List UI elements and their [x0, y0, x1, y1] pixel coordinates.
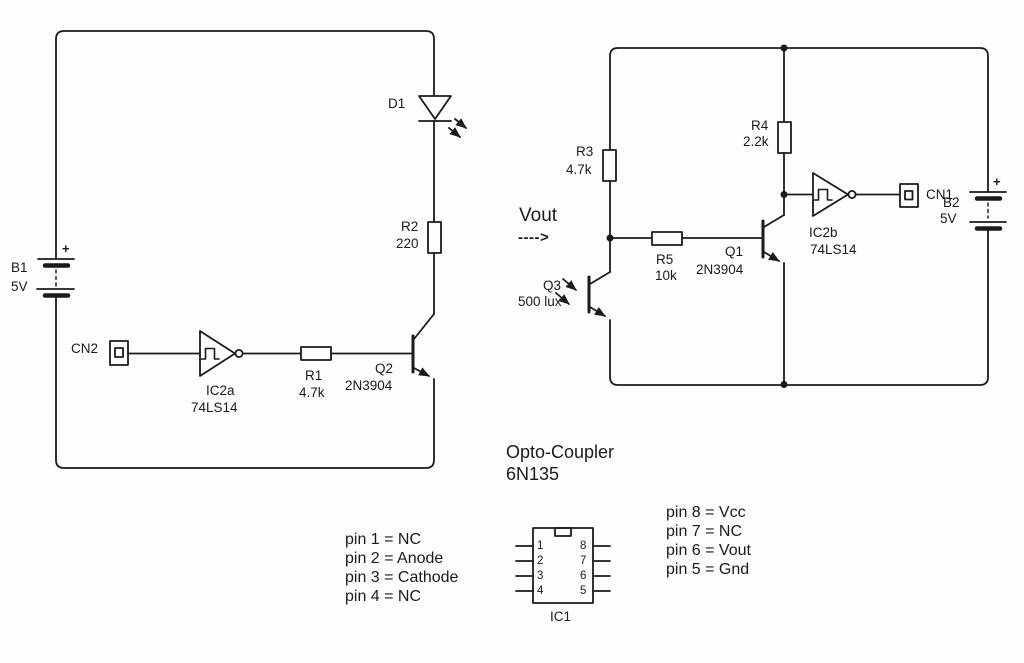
optocoupler-part: 6N135 — [506, 464, 560, 484]
q1-label: Q1 — [725, 244, 744, 259]
pin-definition: pin 7 = NC — [666, 523, 743, 540]
r4-value: 2.2k — [743, 134, 769, 149]
light-input-arrows — [555, 278, 577, 305]
resistor-r2-symbol — [427, 221, 442, 254]
junction-dot — [780, 381, 788, 388]
pin-definition: pin 5 = Gnd — [666, 561, 750, 578]
vout-arrow: ----> — [518, 229, 550, 246]
b2-voltage: 5V — [940, 211, 957, 226]
resistor-r1-symbol — [300, 346, 332, 361]
r1-label: R1 — [305, 368, 323, 383]
b1-label: B1 — [11, 260, 28, 275]
wire — [55, 30, 435, 260]
ic-pin-number: 3 — [537, 570, 544, 582]
ic-pin-number: 1 — [537, 540, 544, 552]
r2-value: 220 — [396, 236, 419, 251]
ic2b-part: 74LS14 — [810, 242, 857, 257]
wire — [609, 228, 989, 386]
ic-body — [532, 527, 594, 604]
left-circuit — [36, 30, 467, 469]
ic1-label: IC1 — [550, 609, 572, 624]
q1-part: 2N3904 — [696, 262, 744, 277]
light-emission-arrows — [448, 118, 467, 138]
r5-value: 10k — [655, 268, 677, 283]
ic-notch — [554, 527, 572, 537]
r1-value: 4.7k — [299, 385, 325, 400]
ic-pin-number: 4 — [537, 585, 544, 597]
ic2b-label: IC2b — [809, 225, 838, 240]
cn2-label: CN2 — [71, 341, 99, 356]
pin-definition: pin 1 = NC — [345, 531, 422, 548]
pin-definition: pin 4 = NC — [345, 588, 422, 605]
battery-b1-symbol — [36, 258, 75, 298]
inverter-ic2a-symbol — [199, 330, 244, 377]
q3-value: 500 lux — [518, 294, 562, 309]
r2-label: R2 — [401, 219, 419, 234]
r5-label: R5 — [656, 252, 674, 267]
led-d1-symbol — [418, 95, 467, 138]
connector-cn1-symbol — [899, 183, 919, 208]
r3-label: R3 — [576, 144, 594, 159]
wire — [609, 47, 989, 193]
connector-cn2-symbol — [109, 340, 129, 366]
q2-part: 2N3904 — [345, 378, 393, 393]
ic-pin-number: 6 — [580, 570, 587, 582]
pin-definition: pin 3 = Cathode — [345, 569, 459, 586]
pin-definition: pin 8 = Vcc — [666, 504, 746, 521]
optocoupler-title: Opto-Coupler — [506, 442, 615, 462]
ic-pin-stubs-left — [515, 545, 534, 592]
ic-pin-stubs-right — [592, 545, 611, 592]
b2-label: B2 — [943, 195, 960, 210]
pin-definition: pin 2 = Anode — [345, 550, 444, 567]
cn1-label: CN1 — [926, 187, 954, 202]
right-circuit — [555, 44, 1007, 388]
transistor-q1-symbol — [761, 196, 785, 262]
phototransistor-q3-symbol — [555, 271, 611, 317]
ic-pin-number: 5 — [580, 585, 587, 597]
vout-label: Vout — [519, 205, 558, 226]
ic-pin-number: 2 — [537, 555, 544, 567]
ic2a-part: 74LS14 — [191, 400, 238, 415]
transistor-q2-symbol — [411, 313, 435, 377]
ic-pin-number: 7 — [580, 555, 587, 567]
b1-voltage: 5V — [11, 279, 28, 294]
battery-b2-symbol — [969, 191, 1007, 231]
schmitt-trigger-icon — [813, 188, 833, 201]
ic1-dip-package — [515, 527, 611, 604]
inverter-ic2b-symbol — [812, 172, 857, 217]
pin-definition: pin 6 = Vout — [666, 542, 751, 559]
q2-label: Q2 — [375, 361, 394, 376]
resistor-r5-symbol — [651, 231, 683, 246]
d1-label: D1 — [388, 96, 406, 111]
schmitt-trigger-icon — [200, 347, 220, 360]
wire — [55, 297, 435, 469]
q3-label: Q3 — [543, 278, 562, 293]
r4-label: R4 — [751, 118, 769, 133]
b2-plus-sign: + — [993, 174, 1001, 189]
ic2a-label: IC2a — [206, 383, 235, 398]
resistor-r3-symbol — [602, 149, 617, 182]
r3-value: 4.7k — [566, 162, 592, 177]
ic-pin-number: 8 — [580, 540, 587, 552]
resistor-r4-symbol — [777, 121, 792, 154]
b1-plus-sign: + — [62, 241, 70, 256]
